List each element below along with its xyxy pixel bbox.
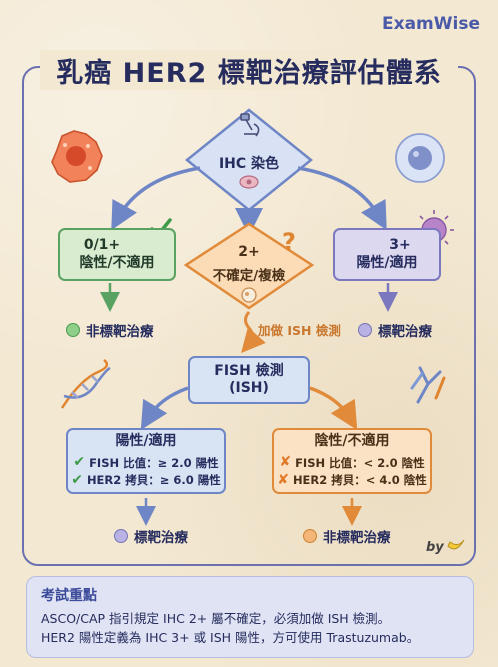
- equivocal-diamond: [183, 222, 315, 310]
- immune-cell-icon: [395, 133, 445, 183]
- status-dot: [66, 323, 80, 337]
- endpoint-targeted-bottom: 標靶治療: [114, 526, 188, 546]
- ihc-equivocal-status: 不確定/複檢: [212, 268, 286, 284]
- question-mark-icon: ?: [282, 228, 296, 256]
- endpoint-label: 非標靶治療: [86, 324, 154, 340]
- svg-text:?: ?: [282, 228, 296, 256]
- fish-box: FISH 檢測 (ISH): [188, 356, 310, 404]
- ihc-negative-status: 陰性/不適用: [79, 254, 155, 271]
- check-icon: ✔: [73, 454, 86, 471]
- endpoint-label: 標靶治療: [134, 530, 188, 546]
- petri-dish-icon: [241, 287, 257, 303]
- signature: by: [426, 540, 444, 555]
- endpoint-non-targeted-top: 非標靶治療: [66, 320, 154, 340]
- check-icon: ✔: [71, 471, 83, 488]
- ihc-label: IHC 染色: [218, 156, 280, 172]
- title-band: 乳癌 HER2 標靶治療評估體系: [40, 50, 458, 90]
- ihc-positive-score: 3+: [389, 237, 411, 253]
- microscope-icon: [240, 113, 260, 137]
- status-dot: [303, 529, 317, 543]
- fish-subtitle: (ISH): [229, 380, 269, 396]
- fish-positive-box: 陽性/適用 ✔ FISH 比值：≥ 2.0 陽性 ✔ HER2 拷貝：≥ 6.0…: [66, 428, 226, 494]
- ihc-negative-box: 0/1+ 陰性/不適用: [58, 228, 176, 281]
- fish-negative-row: ✘ HER2 拷貝：< 4.0 陰性: [277, 471, 427, 488]
- fish-negative-box: 陰性/不適用 ✘ FISH 比值：< 2.0 陰性 ✘ HER2 拷貝：< 4.…: [272, 428, 432, 494]
- brand-logo: ExamWise: [382, 14, 480, 34]
- endpoint-label: 標靶治療: [378, 324, 432, 340]
- cancer-cell-icon: [51, 130, 103, 183]
- cross-icon: ✘: [279, 454, 292, 471]
- ihc-negative-score: 0/1+: [83, 237, 121, 253]
- endpoint-non-targeted-bottom: 非標靶治療: [303, 526, 391, 546]
- banana-icon: [447, 539, 465, 550]
- fish-negative-row: ✘ FISH 比值：< 2.0 陰性: [279, 454, 425, 471]
- note-line: HER2 陽性定義為 IHC 3+ 或 ISH 陽性，方可使用 Trastuzu…: [41, 630, 420, 646]
- endpoint-label: 非標靶治療: [323, 530, 391, 546]
- fish-positive-row: ✔ FISH 比值：≥ 2.0 陽性: [73, 454, 219, 471]
- note-line: ASCO/CAP 指引規定 IHC 2+ 屬不確定，必須加做 ISH 檢測。: [41, 611, 391, 626]
- ihc-positive-box: 3+ 陽性/適用: [333, 228, 441, 281]
- note-title: 考試重點: [41, 588, 97, 604]
- cross-icon: ✘: [277, 471, 289, 488]
- ihc-positive-status: 陽性/適用: [356, 254, 418, 271]
- status-dot: [114, 529, 128, 543]
- page-title: 乳癌 HER2 標靶治療評估體系: [56, 57, 442, 89]
- ish-action-label: 加做 ISH 檢測: [258, 323, 341, 338]
- dna-icon: [60, 359, 111, 409]
- status-dot: [358, 323, 372, 337]
- fish-negative-head: 陰性/不適用: [314, 432, 390, 449]
- cell-sample-icon: [239, 175, 259, 189]
- fish-title: FISH 檢測: [214, 362, 284, 379]
- ihc-equivocal-score: 2+: [238, 244, 260, 260]
- endpoint-targeted-top: 標靶治療: [358, 320, 432, 340]
- antibody-icon: [410, 366, 446, 404]
- exam-note: 考試重點 ASCO/CAP 指引規定 IHC 2+ 屬不確定，必須加做 ISH …: [26, 576, 474, 658]
- fish-positive-row: ✔ HER2 拷貝：≥ 6.0 陽性: [71, 471, 221, 488]
- fish-positive-head: 陽性/適用: [115, 432, 177, 449]
